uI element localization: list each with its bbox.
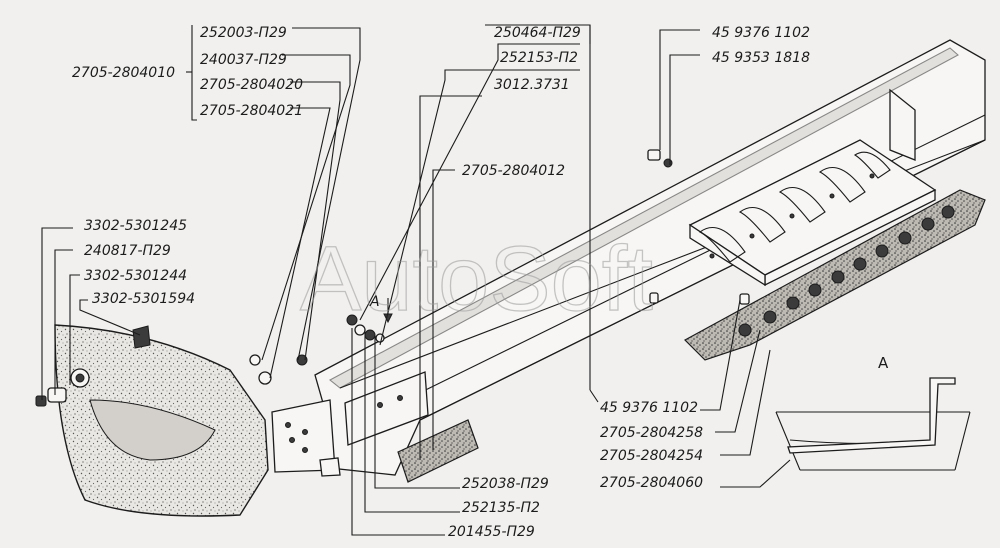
label-3302-5301245: 3302-5301245 — [84, 218, 187, 234]
label-252038: 252038-П29 — [462, 476, 549, 492]
detail-a-label: A — [878, 354, 889, 372]
label-2705-2804060: 2705-2804060 — [600, 475, 703, 491]
watermark: AutoSoft — [300, 228, 653, 330]
label-252153: 252153-П2 — [500, 50, 578, 66]
label-3012-3731: 3012.3731 — [494, 77, 570, 93]
step-bolts — [738, 205, 955, 337]
label-252003: 252003-П29 — [200, 25, 287, 41]
label-3302-5301244: 3302-5301244 — [84, 268, 187, 284]
label-2705-2804010: 2705-2804010 — [72, 65, 175, 81]
label-3302-5301594: 3302-5301594 — [92, 291, 195, 307]
label-2705-2804254: 2705-2804254 — [600, 448, 703, 464]
section-mark-label: A — [369, 294, 380, 310]
end-cap — [54, 324, 269, 517]
label-2705-2804021: 2705-2804021 — [200, 103, 303, 119]
reflector — [397, 419, 479, 483]
label-250464: 250464-П29 — [494, 25, 581, 41]
sill-beam — [271, 39, 986, 477]
label-240037: 240037-П29 — [200, 52, 287, 68]
step-plate — [688, 139, 937, 287]
fasteners — [35, 149, 750, 407]
label-2705-2804012: 2705-2804012 — [462, 163, 565, 179]
step-recesses — [698, 151, 891, 263]
label-2705-2804020: 2705-2804020 — [200, 77, 303, 93]
label-252135: 252135-П2 — [462, 500, 540, 516]
detail-a — [775, 377, 971, 471]
rubber-step — [684, 189, 986, 361]
label-2705-2804258: 2705-2804258 — [600, 425, 703, 441]
leader-lines — [41, 24, 791, 536]
part-labels: 252003-П29 240037-П29 2705-2804020 2705-… — [72, 25, 889, 540]
label-4593761102-bottom: 45 9376 1102 — [600, 400, 698, 416]
label-201455: 201455-П29 — [448, 524, 535, 540]
label-4593531818: 45 9353 1818 — [712, 50, 810, 66]
label-240817: 240817-П29 — [84, 243, 171, 259]
label-4593761102-top: 45 9376 1102 — [712, 25, 810, 41]
